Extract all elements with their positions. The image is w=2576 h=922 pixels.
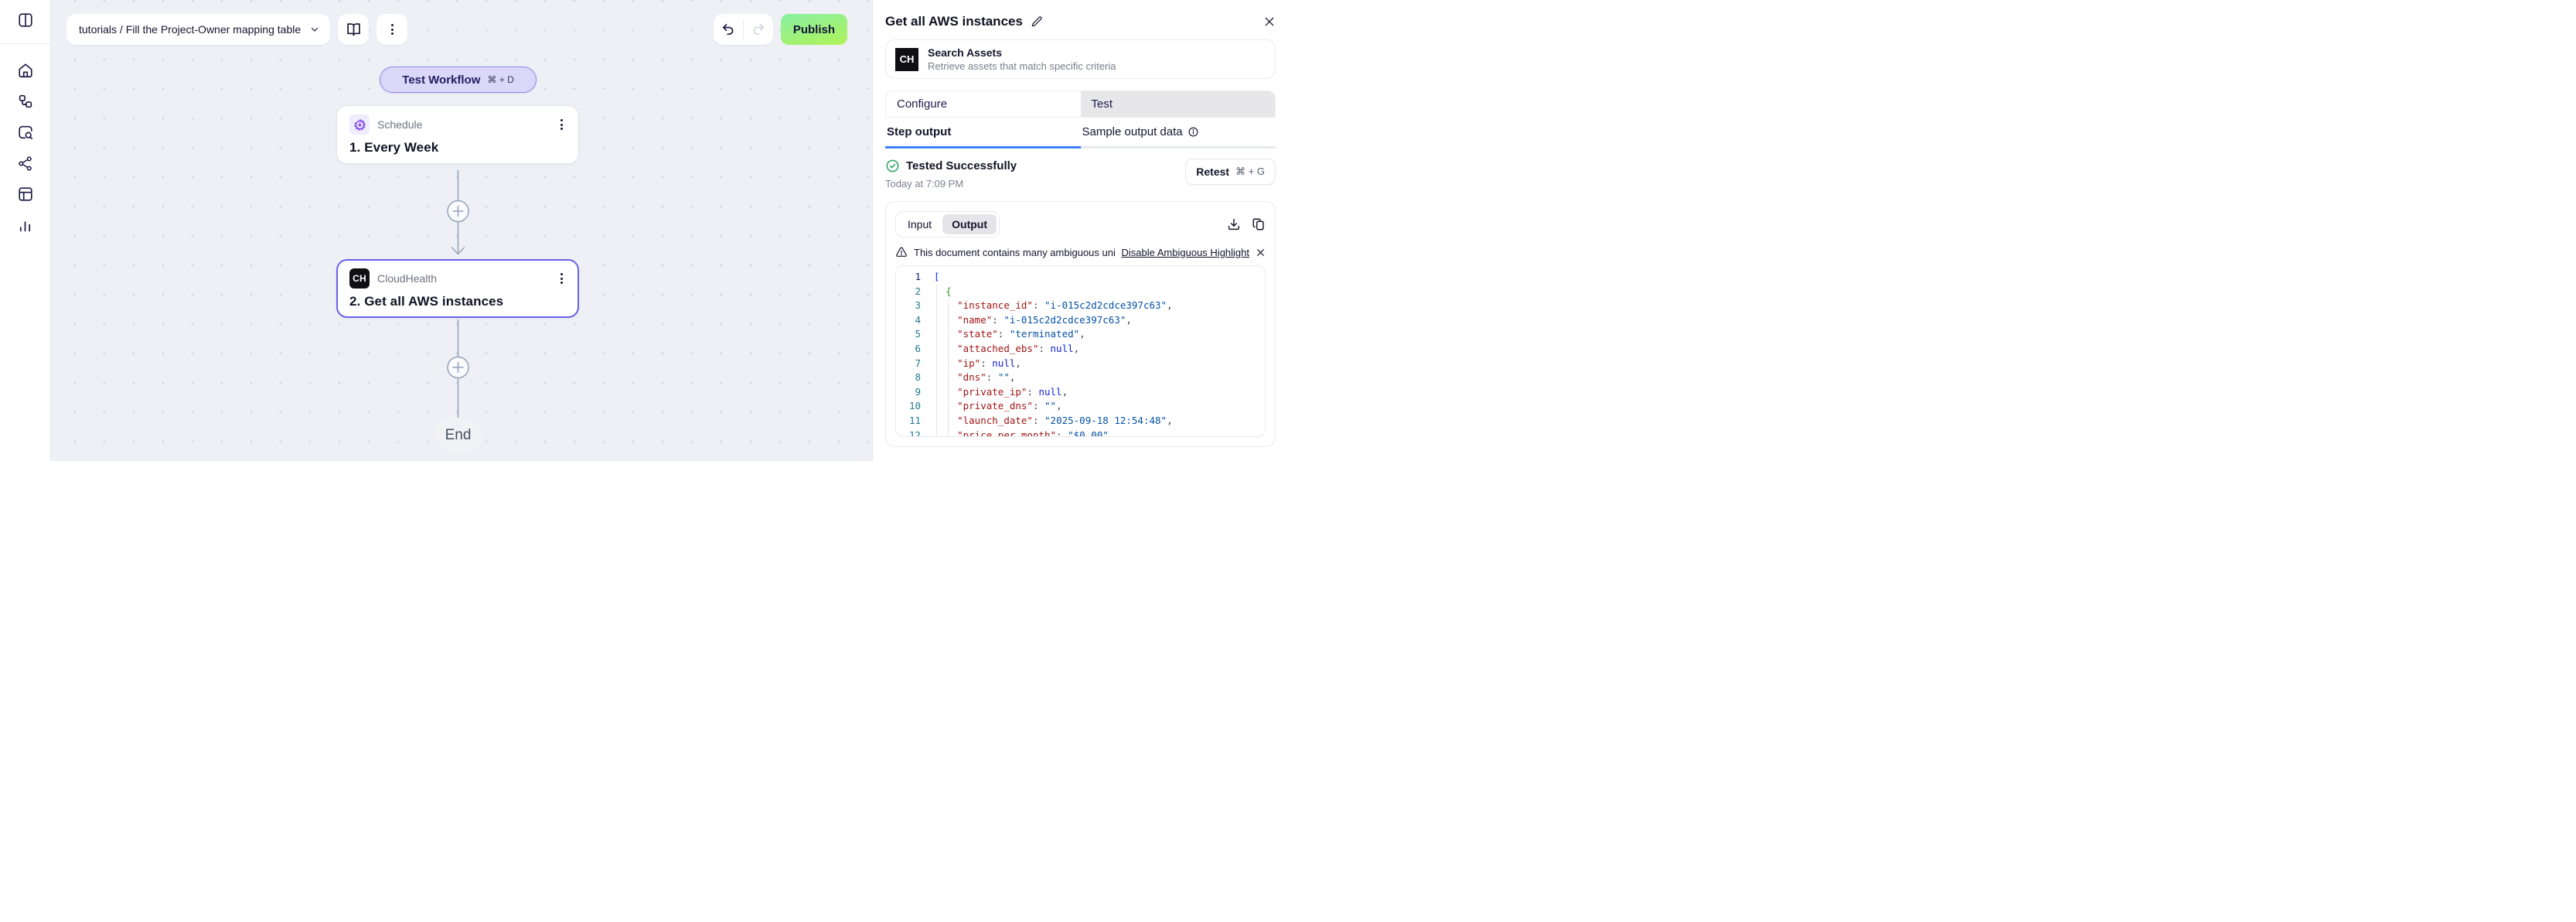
code-line: 3 "instance_id": "i-015c2d2cdce397c63", bbox=[915, 299, 1173, 312]
node-title: 1. Every Week bbox=[349, 140, 439, 155]
code-line: 9 "private_ip": null, bbox=[915, 385, 1068, 398]
left-rail bbox=[0, 0, 51, 461]
indent-guide bbox=[948, 299, 949, 436]
home-icon[interactable] bbox=[10, 55, 41, 86]
history-controls bbox=[713, 14, 773, 45]
action-name: Search Assets bbox=[928, 46, 1002, 59]
test-workflow-label: Test Workflow bbox=[402, 73, 481, 87]
download-icon bbox=[1228, 218, 1240, 230]
end-node: End bbox=[434, 418, 482, 452]
undo-icon bbox=[722, 23, 734, 36]
action-summary-card[interactable]: CH Search Assets Retrieve assets that ma… bbox=[885, 39, 1276, 79]
download-button[interactable] bbox=[1227, 217, 1241, 231]
dismiss-warning-button[interactable] bbox=[1256, 248, 1266, 258]
cloudhealth-logo: CH bbox=[349, 268, 370, 289]
redo-button[interactable] bbox=[744, 14, 773, 45]
retest-button[interactable]: Retest ⌘ + G bbox=[1185, 159, 1276, 185]
warning-text: This document contains many ambiguous un… bbox=[914, 246, 1116, 258]
code-line: 6 "attached_ebs": null, bbox=[915, 342, 1080, 354]
add-step-button-1[interactable] bbox=[447, 200, 469, 223]
more-menu-button[interactable] bbox=[377, 14, 408, 45]
edit-title-button[interactable] bbox=[1031, 15, 1043, 28]
step-details-panel: Get all AWS instances CH Search Assets R… bbox=[872, 0, 1288, 461]
panel-toggle-icon[interactable] bbox=[10, 5, 41, 36]
status-text: Tested Successfully bbox=[906, 159, 1017, 172]
test-status-row: Tested Successfully Today at 7:09 PM Ret… bbox=[885, 159, 1276, 190]
canvas-toolbar: tutorials / Fill the Project-Owner mappi… bbox=[51, 0, 872, 45]
io-toggle: Input Output bbox=[895, 211, 1000, 237]
copy-button[interactable] bbox=[1252, 217, 1266, 231]
panel-tabs: Configure Test bbox=[885, 90, 1276, 118]
code-line: 4 "name": "i-015c2d2cdce397c63", bbox=[915, 313, 1132, 326]
test-subtabs: Step output Sample output data bbox=[885, 118, 1276, 149]
check-circle-icon bbox=[886, 159, 899, 172]
disable-highlight-link[interactable]: Disable Ambiguous Highlight bbox=[1121, 246, 1249, 258]
node-app-name: Schedule bbox=[377, 118, 423, 131]
status-timestamp: Today at 7:09 PM bbox=[885, 178, 964, 190]
close-icon bbox=[1265, 17, 1274, 26]
node-cloudhealth[interactable]: CH CloudHealth 2. Get all AWS instances bbox=[336, 259, 579, 318]
publish-button[interactable]: Publish bbox=[780, 14, 847, 45]
pencil-icon bbox=[1031, 16, 1042, 27]
indent-guide bbox=[936, 285, 937, 436]
subtab-sample-output[interactable]: Sample output data bbox=[1080, 118, 1276, 149]
copy-icon bbox=[1252, 218, 1264, 230]
node-kebab-icon[interactable] bbox=[557, 116, 566, 133]
share-icon[interactable] bbox=[10, 148, 41, 179]
workflow-icon[interactable] bbox=[10, 86, 41, 117]
toggle-output[interactable]: Output bbox=[942, 214, 997, 234]
redo-icon bbox=[753, 23, 764, 36]
tab-configure[interactable]: Configure bbox=[897, 97, 948, 111]
book-icon bbox=[346, 22, 360, 36]
docs-button[interactable] bbox=[338, 14, 370, 45]
kebab-icon bbox=[388, 21, 397, 38]
add-step-button-2[interactable] bbox=[447, 356, 469, 379]
workflow-builder-app: tutorials / Fill the Project-Owner mappi… bbox=[0, 0, 1288, 461]
toggle-input[interactable]: Input bbox=[908, 218, 932, 230]
retest-label: Retest bbox=[1196, 166, 1230, 178]
test-workflow-button[interactable]: Test Workflow ⌘ + D bbox=[380, 67, 537, 93]
json-output-viewer[interactable]: 1[ 2 { 3 "instance_id": "i-015c2d2cdce397c… bbox=[895, 265, 1266, 437]
chevron-down-icon bbox=[312, 27, 319, 32]
code-lines: 1[ 2 { 3 "instance_id": "i-015c2d2cdce397c… bbox=[896, 270, 1265, 437]
code-line: 12 "price_per_month": "$0.00", bbox=[908, 429, 1115, 437]
code-line: 7 "ip": null, bbox=[915, 357, 1021, 369]
code-line: 8 "dns": "", bbox=[915, 371, 1016, 384]
warning-triangle-icon bbox=[896, 247, 907, 257]
node-schedule[interactable]: Schedule 1. Every Week bbox=[336, 105, 579, 164]
node-kebab-icon[interactable] bbox=[557, 270, 566, 287]
close-icon bbox=[1257, 248, 1264, 256]
code-line: 5 "state": "terminated", bbox=[915, 328, 1085, 340]
tab-test[interactable]: Test bbox=[1080, 91, 1275, 117]
code-line: 1[ bbox=[915, 271, 940, 282]
undo-button[interactable] bbox=[714, 14, 743, 45]
step-output-card: Input Output This document contains many… bbox=[885, 201, 1276, 447]
panel-title: Get all AWS instances bbox=[885, 14, 1023, 29]
history-divider bbox=[742, 20, 744, 39]
workflow-canvas[interactable]: tutorials / Fill the Project-Owner mappi… bbox=[51, 0, 872, 461]
timer-icon bbox=[349, 114, 370, 135]
code-line: 2 { bbox=[915, 285, 952, 297]
search-assets-icon[interactable] bbox=[10, 117, 41, 148]
analytics-icon[interactable] bbox=[10, 210, 41, 241]
subtab-step-output[interactable]: Step output bbox=[885, 118, 1081, 149]
table-icon[interactable] bbox=[10, 179, 41, 210]
code-line: 10 "private_dns": "", bbox=[908, 400, 1062, 412]
retest-shortcut: ⌘ + G bbox=[1235, 166, 1265, 177]
node-app-name: CloudHealth bbox=[377, 272, 438, 285]
action-description: Retrieve assets that match specific crit… bbox=[928, 60, 1116, 72]
breadcrumb-label: tutorials / Fill the Project-Owner mappi… bbox=[79, 23, 302, 36]
subtab-label: Step output bbox=[887, 125, 952, 138]
ambiguous-unicode-warning: This document contains many ambiguous un… bbox=[895, 246, 1266, 258]
info-icon[interactable] bbox=[1187, 126, 1199, 138]
code-line: 11 "launch_date": "2025-09-18 12:54:48", bbox=[908, 414, 1173, 426]
rail-divider bbox=[0, 43, 51, 44]
breadcrumb[interactable]: tutorials / Fill the Project-Owner mappi… bbox=[66, 14, 331, 45]
test-workflow-shortcut: ⌘ + D bbox=[487, 74, 514, 85]
subtab-label: Sample output data bbox=[1082, 125, 1183, 138]
close-panel-button[interactable] bbox=[1263, 15, 1276, 28]
node-title: 2. Get all AWS instances bbox=[349, 294, 504, 309]
cloudhealth-logo: CH bbox=[895, 47, 918, 71]
